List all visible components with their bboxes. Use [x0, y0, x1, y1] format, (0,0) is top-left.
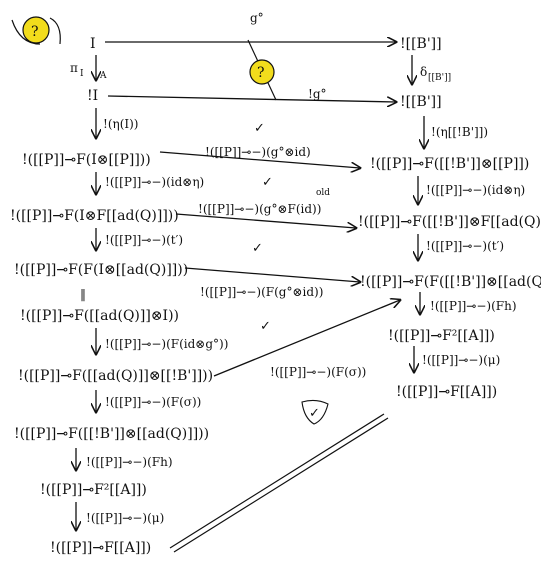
label-r4: !([[P]]⊸−)(μ) — [422, 353, 500, 367]
node-L5: !([[P]]⊸F([[ad(Q)]]⊗[[!B']])) — [18, 368, 213, 384]
node-B-bang: ![[B']] — [400, 94, 442, 110]
node-L2: !([[P]]⊸F(I⊗F[[ad(Q)]])) — [10, 208, 179, 224]
label-pi: π — [70, 61, 78, 75]
check-mark-2: ✓ — [262, 175, 273, 190]
equals-mark: ‖ — [80, 287, 86, 301]
node-R2: !([[P]]⊸F([[!B']]⊗F[[ad(Q)]])) — [358, 214, 541, 230]
arrow-a3 — [184, 267, 360, 282]
arrow-a4 — [213, 300, 400, 377]
label-l3: !([[P]]⊸−)(F(id⊗g°)) — [105, 337, 228, 351]
label-pi-sub2: A — [99, 71, 107, 81]
label-delta: δ — [420, 65, 427, 79]
svg-text:?: ? — [257, 65, 265, 81]
check-badge: ✓ — [301, 399, 329, 425]
svg-text:?: ? — [31, 24, 39, 40]
label-l4: !([[P]]⊸−)(F(σ)) — [105, 395, 201, 409]
label-a1-text: !([[P]]⊸−)(g°⊗id) — [205, 145, 311, 159]
label-r3: !([[P]]⊸−)(Fh) — [430, 299, 517, 313]
node-I-top: I — [90, 36, 96, 52]
node-R5: !([[P]]⊸F[[A]]) — [396, 384, 497, 400]
arrow-a1 — [159, 151, 360, 168]
equality-bar-1 — [169, 413, 385, 549]
node-L4: !([[P]]⊸F([[ad(Q)]]⊗I)) — [20, 308, 179, 324]
node-L3: !([[P]]⊸F(F(I⊗[[ad(Q)]])) — [14, 262, 188, 278]
node-B-top: ![[B']] — [400, 36, 442, 52]
check-mark-3: ✓ — [252, 241, 263, 256]
node-R1: !([[P]]⊸F([[!B']]⊗[[P]]) — [370, 156, 529, 172]
label-l6: !([[P]]⊸−)(μ) — [86, 511, 164, 525]
label-a2: !([[P]]⊸−)(g°⊗F(id)) — [198, 202, 321, 216]
check-mark-4: ✓ — [260, 319, 271, 334]
label-l1: !([[P]]⊸−)(id⊗η) — [105, 175, 204, 189]
node-I-bang: !I — [87, 88, 98, 104]
label-r1: !([[P]]⊸−)(id⊗η) — [426, 183, 525, 197]
question-badge-top-left: ? — [11, 16, 61, 45]
label-a3: !([[P]]⊸−)(F(g°⊗id)) — [200, 285, 323, 299]
equality-bar-2 — [173, 417, 389, 553]
label-g-mid: !g° — [308, 87, 327, 101]
node-L6: !([[P]]⊸F([[!B']]⊗[[ad(Q)]])) — [14, 426, 209, 442]
label-r2: !([[P]]⊸−)(t′) — [426, 239, 504, 253]
label-g-top: g° — [250, 11, 264, 25]
label-l2: !([[P]]⊸−)(t′) — [105, 233, 183, 247]
label-a4: !([[P]]⊸−)(F(σ)) — [270, 365, 366, 379]
label-eta-left: !(η(I)) — [103, 117, 138, 131]
label-pi-sub: I — [80, 69, 84, 79]
label-a2-sup: old — [316, 188, 330, 198]
label-eta-right: !(η[[!B']]) — [431, 125, 488, 139]
label-delta-sub: [[B']] — [428, 73, 451, 83]
svg-text:✓: ✓ — [309, 406, 320, 421]
check-mark-1: ✓ — [254, 121, 265, 136]
label-l5: !([[P]]⊸−)(Fh) — [86, 455, 173, 469]
node-R4: !([[P]]⊸F²[[A]]) — [388, 328, 495, 344]
node-L7: !([[P]]⊸F²[[A]]) — [40, 482, 147, 498]
node-R3: !([[P]]⊸F(F([[!B']]⊗[[ad(Q)]])) — [360, 274, 541, 290]
node-L8: !([[P]]⊸F[[A]]) — [50, 540, 151, 556]
node-L1: !([[P]]⊸F(I⊗[[P]])) — [22, 152, 151, 168]
arrow-a2 — [175, 213, 356, 228]
question-badge-middle: ? — [247, 39, 277, 101]
arrow-g-mid — [107, 95, 396, 102]
